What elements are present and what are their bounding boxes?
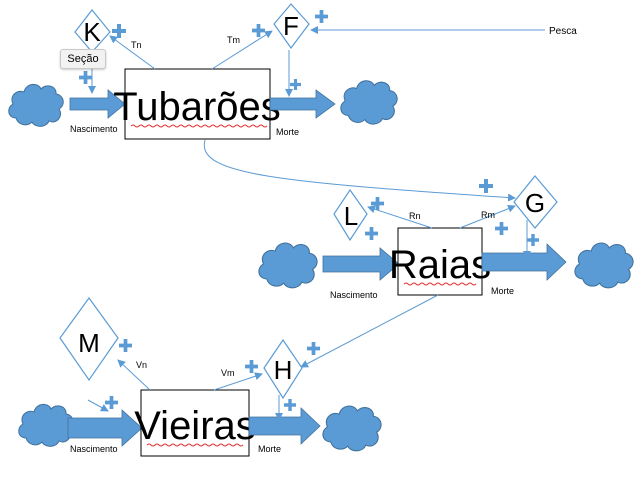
variable-f-diamond[interactable] xyxy=(273,3,310,50)
rm-link xyxy=(459,204,516,229)
nascimento-raias-label: Nascimento xyxy=(330,290,378,300)
plus-icon xyxy=(112,24,126,38)
vn-link xyxy=(117,359,151,391)
vn-label: Vn xyxy=(136,360,147,370)
morte-vieiras-arrow xyxy=(248,407,321,445)
plus-icon xyxy=(252,24,265,37)
spellcheck-underline xyxy=(146,443,244,447)
plus-icon xyxy=(315,10,328,23)
variable-l-diamond[interactable] xyxy=(333,188,368,242)
tn-label: Tn xyxy=(131,40,142,50)
plus-icon xyxy=(105,396,118,409)
cloud-icon xyxy=(8,83,64,127)
variable-m-diamond[interactable] xyxy=(59,296,119,382)
nascimento-vieiras-arrow xyxy=(67,409,143,447)
plus-icon xyxy=(371,197,384,210)
variable-g-label: G xyxy=(525,188,545,218)
spellcheck-underline xyxy=(130,124,268,128)
stock-label-raias: Raias xyxy=(389,243,491,287)
raias-to-h-link xyxy=(300,294,439,368)
cloud-icon xyxy=(574,242,634,289)
tm-link xyxy=(211,30,273,70)
variable-f-label: F xyxy=(283,11,299,41)
morte-vieiras-label: Morte xyxy=(258,444,281,454)
plus-icon xyxy=(495,222,508,235)
variable-l-label: L xyxy=(344,201,358,231)
variable-g-diamond[interactable] xyxy=(513,175,558,229)
spellcheck-underline xyxy=(403,282,477,286)
plus-icon xyxy=(284,399,296,411)
plus-icon xyxy=(307,342,320,355)
plus-icon xyxy=(79,71,92,84)
stock-box-tubaroes[interactable] xyxy=(124,68,271,140)
plus-icon xyxy=(290,79,301,90)
nascimento-vieiras-link xyxy=(87,399,109,412)
nascimento-tubaroes-arrow xyxy=(69,89,126,119)
cloud-icon xyxy=(258,242,318,289)
plus-icon xyxy=(245,360,258,373)
pesca-label: Pesca xyxy=(549,26,577,37)
morte-raias-label: Morte xyxy=(491,286,514,296)
tn-link xyxy=(109,35,156,70)
tubaroes-to-g-link xyxy=(203,139,516,202)
secao-tag[interactable]: Seção xyxy=(60,49,106,69)
cloud-icon xyxy=(322,405,382,452)
plus-icon xyxy=(527,234,539,246)
stock-label-tubaroes: Tubarões xyxy=(113,85,281,129)
plus-icon xyxy=(119,339,132,352)
rm-label: Rm xyxy=(481,210,495,220)
nascimento-raias-arrow xyxy=(322,247,400,281)
morte-tubaroes-label: Morte xyxy=(276,127,299,137)
cloud-icon xyxy=(18,403,74,447)
nascimento-tubaroes-label: Nascimento xyxy=(70,124,118,134)
tm-label: Tm xyxy=(227,35,240,45)
plus-icon xyxy=(365,227,378,240)
morte-tubaroes-arrow xyxy=(269,89,336,119)
rn-label: Rn xyxy=(409,211,421,221)
variable-h-diamond[interactable] xyxy=(263,338,303,400)
variable-m-label: M xyxy=(78,328,100,358)
nascimento-vieiras-label: Nascimento xyxy=(70,444,118,454)
variable-h-label: H xyxy=(274,355,293,385)
variable-k-label: K xyxy=(83,17,101,47)
vm-link xyxy=(213,372,263,391)
morte-raias-arrow xyxy=(481,243,567,281)
cloud-icon xyxy=(340,80,398,125)
stock-label-vieiras: Vieiras xyxy=(134,404,256,448)
plus-icon xyxy=(479,179,493,193)
rn-link xyxy=(367,205,433,229)
vm-label: Vm xyxy=(221,368,235,378)
